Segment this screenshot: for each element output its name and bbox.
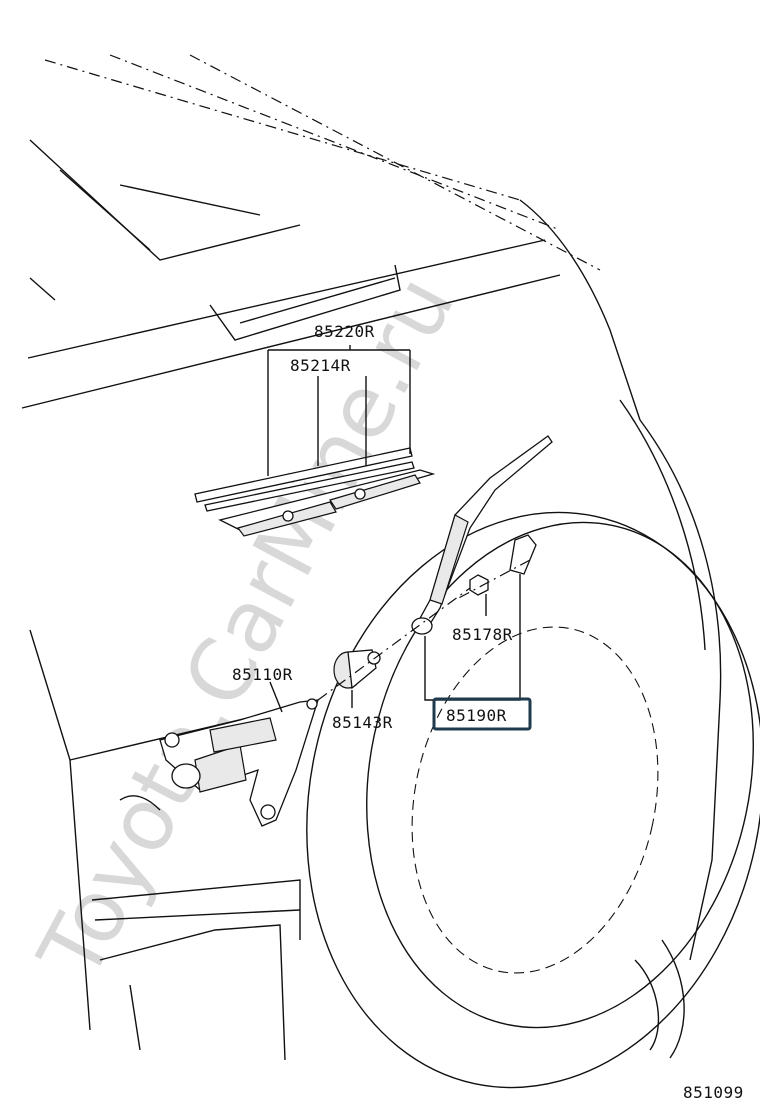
callout-grommet: 85143R [332, 713, 393, 732]
callout-motor: 85110R [232, 665, 293, 684]
nut-part [469, 574, 489, 596]
center-lines [317, 559, 531, 701]
diagram-code: 851099 [683, 1083, 744, 1102]
callout-arm[interactable]: 85190R [446, 706, 507, 725]
highlight-box [432, 697, 532, 731]
grommet-part [333, 649, 381, 690]
callout-85220R: 85220R [314, 322, 375, 341]
callout-85214R: 85214R [290, 356, 351, 375]
callout-85190R[interactable]: 85190R [432, 697, 532, 731]
wiper-motor [119, 698, 319, 827]
wiper-blade-assembly [194, 447, 436, 537]
callout-85143R: 85143R [332, 713, 393, 732]
callout-nut: 85178R [452, 625, 513, 644]
arm-cap [509, 534, 537, 575]
callout-85110R: 85110R [232, 665, 293, 684]
vehicle-body [21, 54, 722, 1061]
wiper-arm [411, 435, 553, 635]
callout-blade-assembly: 85220R [314, 322, 375, 341]
callout-blade-refill: 85214R [290, 356, 351, 375]
spare-tire [306, 511, 760, 1089]
callout-85178R: 85178R [452, 625, 513, 644]
